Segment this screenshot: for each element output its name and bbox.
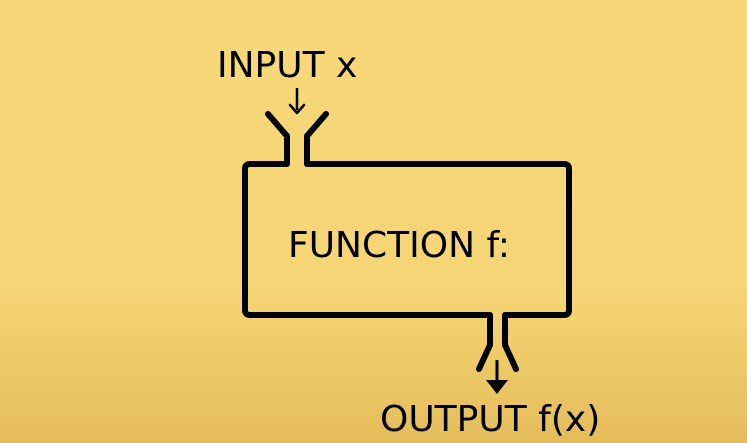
input-arrow-icon — [288, 88, 306, 115]
function-box — [242, 111, 572, 372]
output-label: OUTPUT f(x) — [380, 399, 601, 440]
output-arrow-icon — [486, 360, 508, 394]
function-label: FUNCTION f: — [288, 225, 510, 266]
input-label: INPUT x — [217, 45, 358, 86]
